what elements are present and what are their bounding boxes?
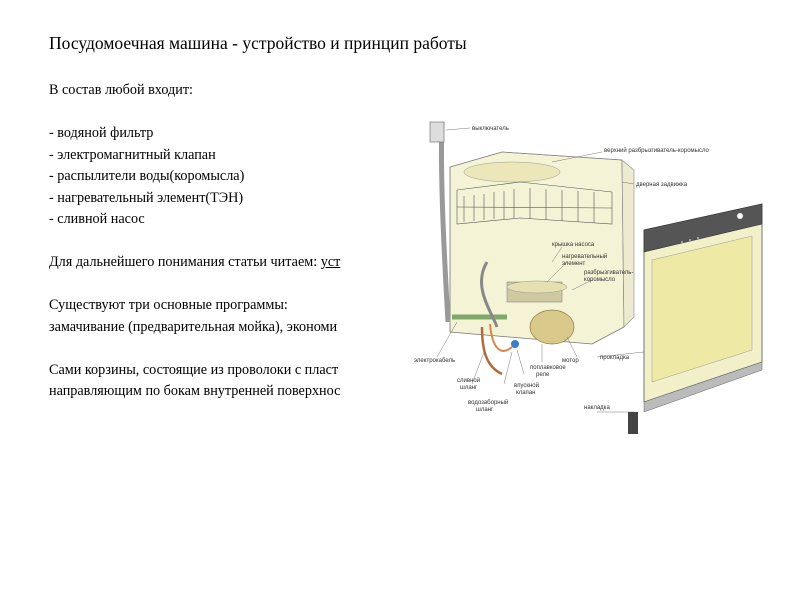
label-power-cable: электрокабель [414, 358, 455, 364]
label-switch: выключатель [472, 126, 509, 132]
label-upper-sprayer: верхний разбрызгиватель-коромысло [604, 147, 710, 154]
component-item: - электромагнитный клапан [49, 146, 216, 163]
article-text: В состав любой входит: - водяной фильтр … [49, 80, 411, 403]
dish-basket [456, 181, 613, 225]
baskets-line: направляющим по бокам внутренней поверхн… [49, 383, 341, 399]
label-drain-hose: шланг [460, 385, 478, 391]
label-inlet-hose: водозаборный [468, 399, 508, 406]
label-motor: мотор [562, 358, 579, 364]
programs-line: замачивание (предварительная мойка), эко… [49, 318, 338, 335]
label-inlet-valve: впускной [514, 382, 539, 389]
label-float-relay: реле [536, 372, 550, 378]
read-more-link[interactable]: уст [320, 254, 341, 270]
read-more-prefix: Для дальнейшего понимания статьи читаем: [49, 254, 321, 270]
label-pump-cover: крышка насоса [552, 242, 595, 248]
intro-line: В состав любой входит: [49, 82, 193, 98]
label-sprayer: разбрызгиватель- [584, 270, 633, 276]
component-item: - сливной насос [49, 211, 145, 227]
label-heating-element: нагревательный [562, 253, 607, 260]
read-more-line: Для дальнейшего понимания статьи читаем:… [49, 252, 411, 274]
label-inlet-hose: шланг [476, 407, 494, 413]
lower-components [429, 121, 575, 376]
label-drain-hose: сливной [457, 377, 480, 384]
programs-line: Существуют три основные программы: [49, 297, 288, 313]
component-item: - нагревательный элемент(ТЭН) [49, 189, 244, 206]
dishwasher-door [628, 203, 763, 434]
baskets-line: Сами корзины, состоящие из проволоки с п… [49, 361, 339, 378]
component-item: - распылители воды(коромысла) [49, 168, 245, 184]
machine-body [449, 151, 635, 345]
label-gasket: прокладка [600, 355, 630, 361]
diagram-labels: выключатель верхний разбрызгиватель-коро… [414, 126, 710, 413]
label-sprayer: коромысло [584, 277, 616, 283]
label-float-relay: поплавковое [530, 365, 566, 371]
label-inlet-valve: клапан [516, 390, 535, 396]
component-item: - водяной фильтр [49, 125, 154, 141]
leader-lines [436, 127, 645, 413]
label-overlay: накладка [584, 405, 610, 411]
label-door-latch: дверная задвижка [636, 182, 688, 188]
page-title: Посудомоечная машина - устройство и прин… [49, 33, 467, 53]
dishwasher-diagram: выключатель верхний разбрызгиватель-коро… [414, 121, 763, 434]
label-heating-element: элемент [562, 261, 586, 267]
